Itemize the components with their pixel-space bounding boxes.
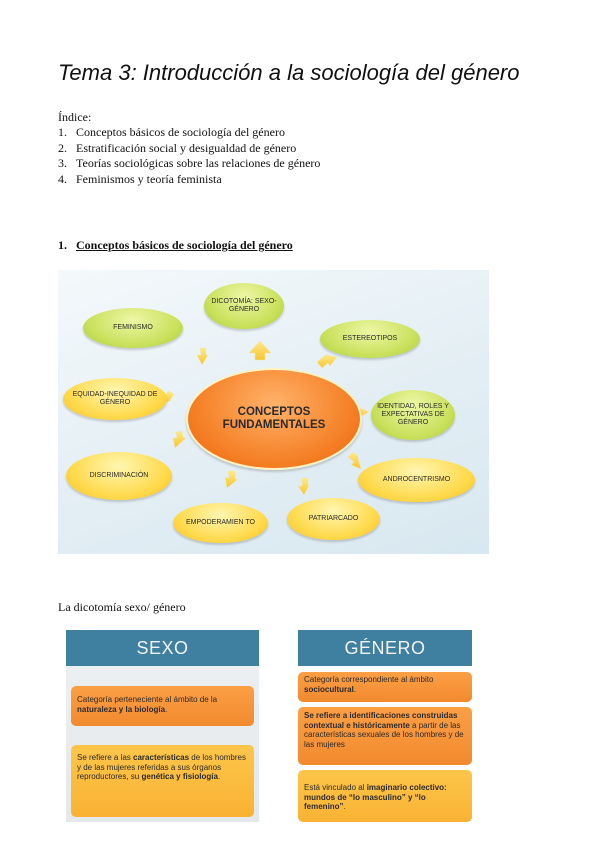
box-text: . <box>217 772 221 781</box>
index-item-text: Conceptos básicos de sociología del géne… <box>76 125 285 139</box>
box-text: a partir de las características sexuales… <box>304 720 464 749</box>
concepts-diagram: DICOTOMÍA: SEXO-GÉNERO ESTEREOTIPOS IDEN… <box>58 270 489 554</box>
diagram-node-equidad: EQUIDAD-INEQUIDAD DE GÉNERO <box>63 378 167 420</box>
box-text: . <box>353 684 357 694</box>
index-item-text: Estratificación social y desigualdad de … <box>76 140 297 155</box>
index-item-number: 2. <box>58 140 67 155</box>
arrow-icon <box>224 470 238 489</box>
box-text: . <box>343 802 346 811</box>
diagram-node-estereotipos: ESTEREOTIPOS <box>320 320 420 358</box>
arrow-icon <box>297 477 310 496</box>
section-title: Conceptos básicos de sociología del géne… <box>76 238 293 252</box>
diagram-node-feminismo: FEMINISMO <box>83 308 183 348</box>
genero-imaginary-box: Está vinculado al imaginario colectivo: … <box>298 770 472 822</box>
box-text: Está vinculado al <box>304 783 367 792</box>
box-text: de los hombres y de las mujeres referida… <box>77 753 246 781</box>
box-bold-text: Se refiere a identificaciones construida… <box>304 711 458 730</box>
box-bold-text: naturaleza y la biología <box>77 704 166 714</box>
box-text: Categoría perteneciente al ámbito de la <box>77 695 218 704</box>
arrow-icon <box>316 354 338 369</box>
genero-definition-box: Categoría correspondiente al ámbito soci… <box>298 672 472 702</box>
arrow-icon <box>172 430 187 449</box>
index-list: 1. Conceptos básicos de sociología del gé… <box>58 125 320 187</box>
arrow-icon <box>196 347 209 366</box>
index-item-text: Teorías sociológicas sobre las relacione… <box>76 156 321 170</box>
sexo-characteristics-box: Se refiere a las características de los … <box>71 745 254 817</box>
sexo-header: SEXO <box>66 630 259 666</box>
diagram-node-identidad: IDENTIDAD, ROLES Y EXPECTATIVAS DE GÉNER… <box>371 390 455 440</box>
box-text: Se refiere a las <box>77 753 134 762</box>
section-heading: 1. Conceptos básicos de sociología del gé… <box>58 238 293 253</box>
sexo-panel: SEXO Categoría perteneciente al ámbito d… <box>66 630 259 822</box>
sexo-definition-box: Categoría perteneciente al ámbito de la … <box>71 686 254 726</box>
diagram-node-discriminacion: DISCRIMINACIÓN <box>66 452 172 500</box>
box-text: . <box>165 704 168 714</box>
box-text: Categoría correspondiente al ámbito <box>304 675 434 684</box>
genero-identification-box: Se refiere a identificaciones construida… <box>298 707 472 765</box>
page-title: Tema 3: Introducción a la sociología del… <box>58 60 520 85</box>
box-bold-text: características <box>133 753 190 762</box>
genero-header: GÉNERO <box>298 630 472 666</box>
diagram-node-patriarcado: PATRIARCADO <box>287 498 380 540</box>
diagram-node-androcentrismo: ANDROCENTRISMO <box>358 458 475 502</box>
section-number: 1. <box>58 238 67 252</box>
index-item: 1. Conceptos básicos de sociología del gé… <box>58 125 320 141</box>
diagram-center-node: CONCEPTOS FUNDAMENTALES <box>186 368 362 470</box>
genero-panel: GÉNERO Categoría correspondiente al ámbi… <box>298 630 472 822</box>
index-item: 3. Teorías sociológicas sobre las relacio… <box>58 156 320 172</box>
index-item-text: Feminismos y teoría feminista <box>76 171 222 186</box>
index-item-number: 4. <box>58 171 67 186</box>
box-bold-text: sociocultural <box>304 684 354 694</box>
diagram-node-dicotomia: DICOTOMÍA: SEXO-GÉNERO <box>204 283 284 329</box>
arrow-icon <box>347 451 362 470</box>
arrow-icon <box>248 340 272 361</box>
index-item: 2. Estratificación social y desigualdad d… <box>58 141 320 157</box>
index-item-number: 1. <box>58 125 67 139</box>
diagram-node-empoderamiento: EMPODERAMIEN TO <box>173 503 268 543</box>
index-item: 4. Feminismos y teoría feminista <box>58 172 320 188</box>
box-bold-text: genética y fisiología <box>141 772 218 781</box>
index-item-number: 3. <box>58 156 67 170</box>
index-label: Índice: <box>58 110 92 124</box>
box-bold-text: imaginario colectivo: mundos de “lo masc… <box>304 783 447 811</box>
dichotomy-label: La dicotomía sexo/ género <box>58 600 186 614</box>
